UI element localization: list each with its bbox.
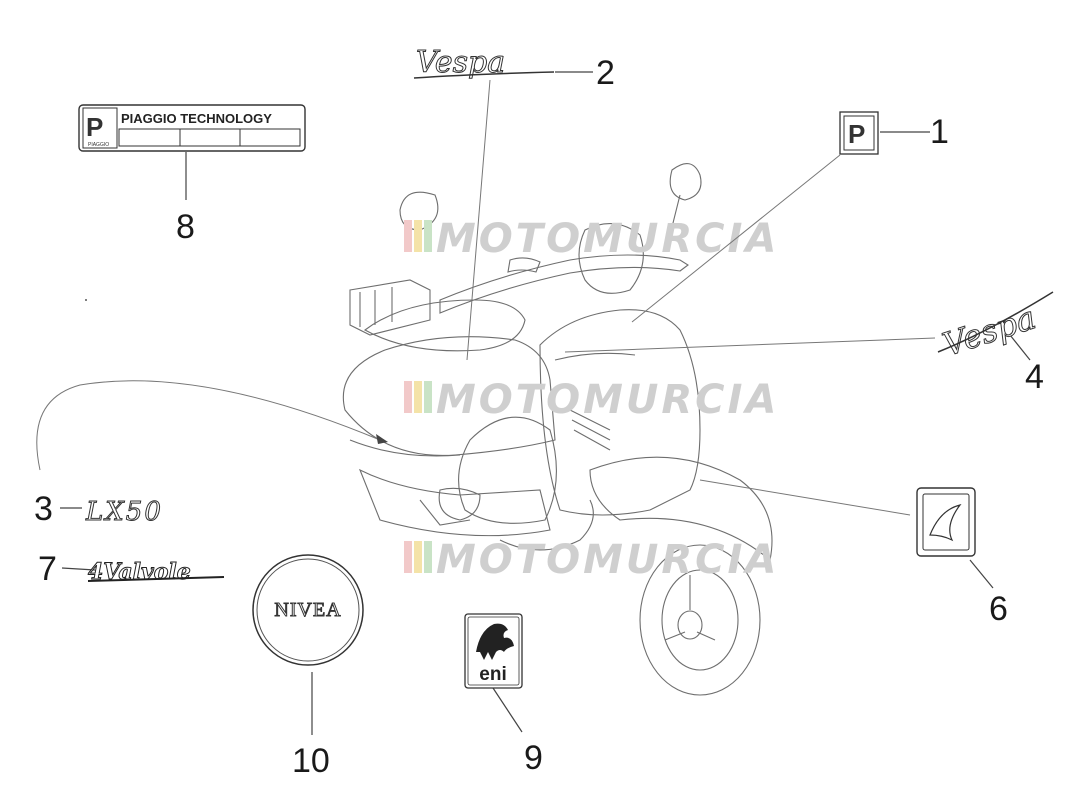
piaggio-p-badge-icon: P [848, 119, 865, 149]
svg-text:MOTOMURCIA: MOTOMURCIA [436, 377, 779, 423]
watermark: MOTOMURCIA MOTOMURCIA MOTOMURCIA [404, 216, 779, 583]
decal-lx50: LX50 [85, 497, 163, 528]
callout-4: 4 [1025, 358, 1044, 396]
piaggio-technology-label: PIAGGIO TECHNOLOGY [121, 111, 272, 126]
callout-numbers: 1 2 3 4 6 7 8 9 10 [34, 54, 1044, 780]
scooter-drawing [342, 163, 773, 696]
svg-text:MOTOMURCIA: MOTOMURCIA [436, 216, 779, 262]
decal-emblem [916, 487, 976, 557]
decal-eni: eni [464, 613, 523, 689]
callout-9: 9 [524, 739, 543, 777]
decal-piaggio-technology: P PIAGGIO PIAGGIO TECHNOLOGY [78, 104, 306, 152]
piaggio-small-label: PIAGGIO [88, 142, 109, 148]
callout-10: 10 [292, 742, 330, 780]
emblem-icon [929, 504, 962, 542]
callout-2: 2 [596, 54, 615, 92]
stray-dot [85, 299, 87, 301]
watermark-3: MOTOMURCIA [404, 537, 779, 583]
decal-vespa-top: Vespa [413, 45, 555, 81]
callout-3: 3 [34, 490, 53, 528]
eni-text: eni [479, 664, 506, 685]
decal-4valvole: 4Valvole [88, 559, 225, 586]
decal-vespa-side: Vespa [938, 291, 1054, 364]
svg-text:MOTOMURCIA: MOTOMURCIA [436, 537, 779, 583]
callout-8: 8 [176, 208, 195, 246]
watermark-1: MOTOMURCIA [404, 216, 779, 262]
watermark-2: MOTOMURCIA [404, 377, 779, 423]
callout-7: 7 [38, 550, 57, 588]
six-legged-dog-icon [476, 623, 514, 660]
decal-piaggio-badge: P [839, 111, 879, 155]
decal-nivea: NIVEA [252, 554, 364, 666]
piaggio-p-icon: P [86, 112, 103, 142]
nivea-text: NIVEA [274, 599, 341, 621]
callout-1: 1 [930, 113, 949, 151]
four-valves-text: 4Valvole [88, 559, 191, 585]
lx50-text: LX50 [85, 497, 163, 527]
callout-6: 6 [989, 590, 1008, 628]
leader-lines [36, 71, 1031, 735]
